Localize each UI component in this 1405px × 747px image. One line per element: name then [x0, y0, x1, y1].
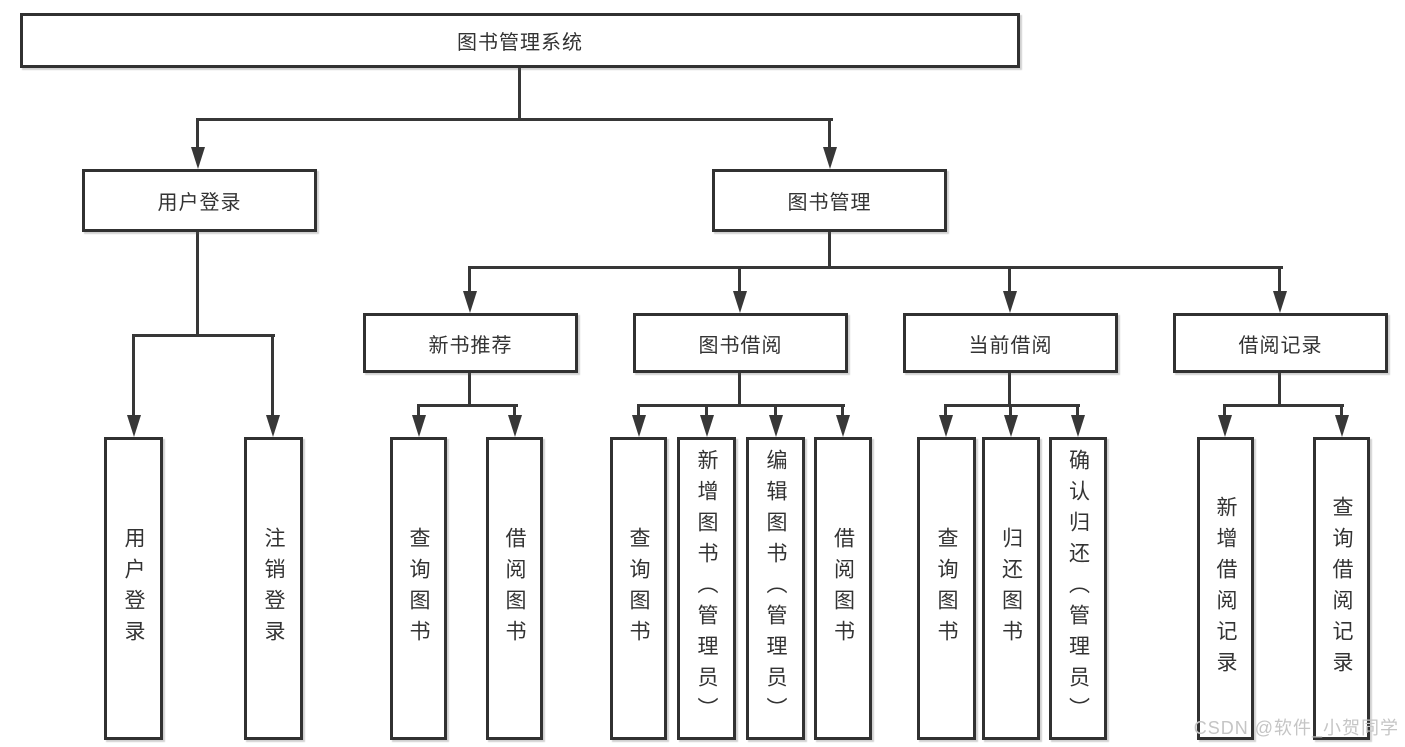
arrow-down-icon: [836, 415, 850, 437]
arrow-down-icon: [700, 415, 714, 437]
arrow-down-icon: [191, 147, 205, 169]
connector-line: [271, 334, 274, 417]
node-book-borrowing: 图书借阅: [633, 313, 848, 373]
connector-line: [513, 404, 516, 417]
connector-line: [518, 68, 521, 120]
connector-line: [417, 404, 518, 407]
leaf-add-borrow-record: 新增借阅记录: [1197, 437, 1254, 740]
arrow-down-icon: [823, 147, 837, 169]
connector-line: [1223, 404, 1344, 407]
csdn-watermark: CSDN @软件_小贺同学: [1193, 718, 1399, 738]
arrow-down-icon: [939, 415, 953, 437]
connector-line: [738, 373, 741, 407]
node-user-login: 用户登录: [82, 169, 317, 232]
connector-line: [738, 266, 741, 294]
connector-line: [1008, 373, 1011, 407]
connector-line: [637, 404, 640, 417]
connector-line: [196, 232, 199, 336]
connector-line: [1076, 404, 1079, 417]
connector-line: [1278, 266, 1281, 294]
node-current-borrowing: 当前借阅: [903, 313, 1118, 373]
connector-line: [637, 404, 845, 407]
arrow-down-icon: [1218, 415, 1232, 437]
connector-line: [944, 404, 947, 417]
arrow-down-icon: [1004, 415, 1018, 437]
arrow-down-icon: [1335, 415, 1349, 437]
connector-line: [841, 404, 844, 417]
connector-line: [132, 334, 135, 417]
arrow-down-icon: [1273, 291, 1287, 313]
arrow-down-icon: [266, 415, 280, 437]
leaf-borrow-books-recommend: 借阅图书: [486, 437, 543, 740]
connector-line: [196, 118, 199, 150]
arrow-down-icon: [1003, 291, 1017, 313]
arrow-down-icon: [127, 415, 141, 437]
leaf-logout: 注销登录: [244, 437, 303, 740]
connector-line: [197, 118, 833, 121]
connector-line: [132, 334, 275, 337]
leaf-query-books-recommend: 查询图书: [390, 437, 447, 740]
connector-line: [944, 404, 1080, 407]
connector-line: [828, 118, 831, 150]
connector-line: [1223, 404, 1226, 417]
leaf-query-books-current: 查询图书: [917, 437, 976, 740]
node-library-management-system: 图书管理系统: [20, 13, 1020, 68]
arrow-down-icon: [1071, 415, 1085, 437]
arrow-down-icon: [632, 415, 646, 437]
leaf-query-borrow-record: 查询借阅记录: [1313, 437, 1370, 740]
leaf-confirm-return-admin: 确认归还（管理员）: [1049, 437, 1107, 740]
leaf-add-book-admin: 新增图书（管理员）: [677, 437, 736, 740]
node-borrowing-records: 借阅记录: [1173, 313, 1388, 373]
connector-line: [705, 404, 708, 417]
leaf-user-login: 用户登录: [104, 437, 163, 740]
connector-line: [1008, 266, 1011, 294]
connector-line: [1278, 373, 1281, 407]
connector-line: [1009, 404, 1012, 417]
connector-line: [774, 404, 777, 417]
arrow-down-icon: [508, 415, 522, 437]
node-new-book-recommendation: 新书推荐: [363, 313, 578, 373]
leaf-borrow-books-borrowing: 借阅图书: [814, 437, 872, 740]
arrow-down-icon: [463, 291, 477, 313]
leaf-query-books-borrowing: 查询图书: [610, 437, 667, 740]
connector-line: [417, 404, 420, 417]
leaf-edit-book-admin: 编辑图书（管理员）: [746, 437, 805, 740]
connector-line: [468, 373, 471, 407]
connector-line: [468, 266, 471, 294]
connector-line: [1340, 404, 1343, 417]
connector-line: [468, 266, 1283, 269]
arrow-down-icon: [733, 291, 747, 313]
leaf-return-book: 归还图书: [982, 437, 1040, 740]
node-book-management: 图书管理: [712, 169, 947, 232]
arrow-down-icon: [412, 415, 426, 437]
connector-line: [828, 232, 831, 269]
arrow-down-icon: [769, 415, 783, 437]
